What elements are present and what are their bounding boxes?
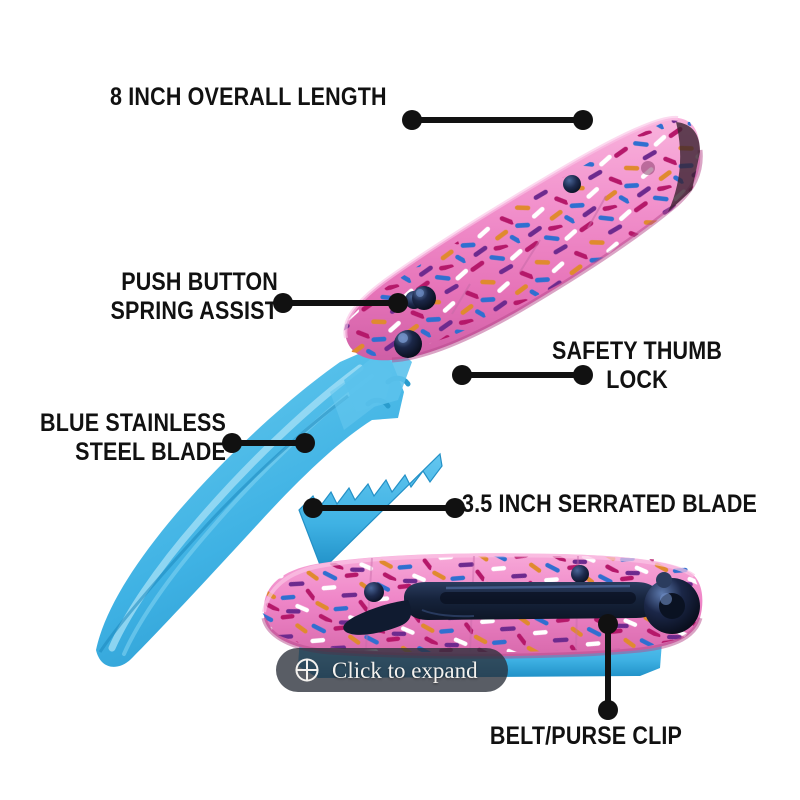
annotation-label-overall-length: 8 INCH OVERALL LENGTH <box>110 83 387 111</box>
leader-dot-serrated-blade-start <box>303 498 323 518</box>
leader-dot-belt-purse-clip-start <box>598 614 618 634</box>
closed-pivot <box>644 572 700 634</box>
annotation-leaders <box>222 110 618 720</box>
leader-dot-safety-thumb-lock-end <box>573 365 593 385</box>
push-button <box>412 286 436 310</box>
crosshair-expand-icon <box>294 657 320 683</box>
handle-screw <box>571 565 589 583</box>
leader-dot-safety-thumb-lock-start <box>452 365 472 385</box>
leader-dot-overall-length-end <box>573 110 593 130</box>
click-to-expand-button[interactable]: Click to expand <box>276 648 508 692</box>
handle-screw <box>364 582 384 602</box>
leader-dot-push-button-spring-assist-end <box>388 293 408 313</box>
blade-open <box>96 342 443 667</box>
leader-dot-push-button-spring-assist-start <box>273 293 293 313</box>
annotation-label-blue-stainless-steel-blade: BLUE STAINLESS STEEL BLADE <box>40 409 226 466</box>
leader-dot-belt-purse-clip-end <box>598 700 618 720</box>
leader-dot-blue-stainless-steel-blade-start <box>222 433 242 453</box>
click-to-expand-label: Click to expand <box>332 657 478 683</box>
leader-dot-blue-stainless-steel-blade-end <box>295 433 315 453</box>
annotation-label-safety-thumb-lock: SAFETY THUMB LOCK <box>551 337 723 394</box>
handle-screw <box>563 175 581 193</box>
leader-dot-serrated-blade-end <box>445 498 465 518</box>
annotation-label-push-button-spring-assist: PUSH BUTTON SPRING ASSIST <box>110 268 278 325</box>
knife-closed <box>261 553 703 678</box>
annotation-label-belt-purse-clip: BELT/PURSE CLIP <box>489 722 683 750</box>
leader-dot-overall-length-start <box>402 110 422 130</box>
annotation-label-serrated-blade: 3.5 INCH SERRATED BLADE <box>462 490 758 518</box>
belt-clip <box>343 582 660 635</box>
